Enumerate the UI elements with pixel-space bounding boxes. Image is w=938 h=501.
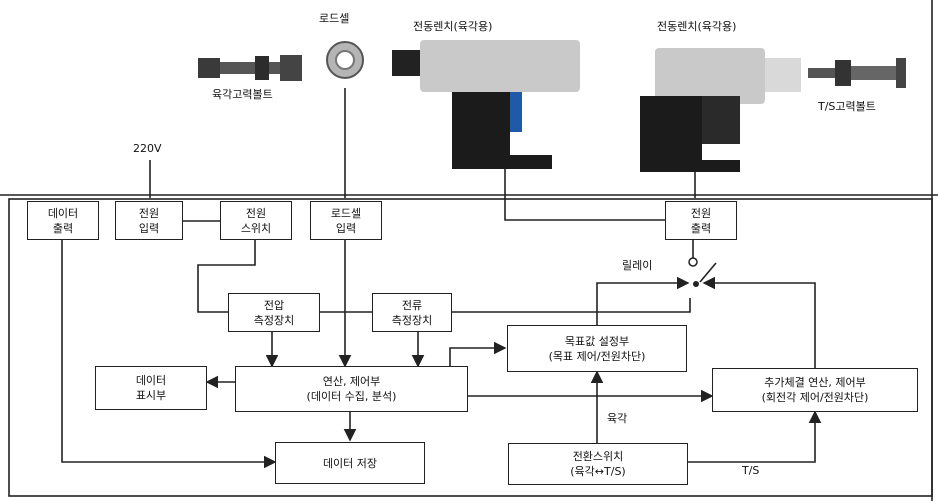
box-line: 데이터 저장	[322, 456, 378, 470]
box-line: 데이터	[135, 374, 167, 387]
target-setting-box: 목표값 설정부 (목표 제어/전원차단)	[507, 325, 687, 372]
data-output-box: 데이터 출력	[27, 201, 99, 240]
box-line: 입력	[138, 221, 160, 235]
hex-bolt-icon	[198, 55, 302, 81]
box-line: (회전각 제어/전원차단)	[761, 391, 869, 404]
data-storage-box: 데이터 저장	[275, 442, 425, 484]
box-line: 로드셀	[330, 206, 362, 220]
mode-switch-box: 전환스위치 (육각↔T/S)	[508, 443, 688, 485]
wrench-shear-label: 전동렌치(육각용)	[413, 20, 493, 33]
loadcell-icon	[326, 41, 364, 79]
power-output-box: 전원 출력	[665, 201, 737, 240]
box-line: 목표값 설정부	[564, 334, 630, 348]
hex-bolt-label: 육각고력볼트	[212, 88, 273, 101]
box-line: (육각↔T/S)	[570, 465, 626, 478]
box-line: 전원	[690, 206, 712, 220]
box-line: 전압	[263, 298, 285, 312]
power-switch-box: 전원 스위치	[220, 201, 292, 240]
current-meter-box: 전류 측정장치	[372, 293, 452, 332]
voltage-meter-box: 전압 측정장치	[228, 293, 320, 332]
box-line: 표시부	[135, 389, 167, 402]
power-input-box: 전원 입력	[115, 201, 183, 240]
box-line: 연산, 제어부	[322, 375, 381, 388]
box-line: 출력	[690, 221, 712, 235]
box-line: 전류	[401, 298, 423, 312]
box-line: 측정장치	[253, 313, 295, 327]
voltage-label: 220V	[133, 142, 162, 155]
box-line: 전환스위치	[572, 450, 624, 463]
calc-control-box: 연산, 제어부 (데이터 수집, 분석)	[235, 366, 468, 412]
box-line: (데이터 수집, 분석)	[306, 390, 397, 403]
hex-mode-label: 육각	[607, 412, 628, 425]
box-line: 출력	[52, 221, 74, 235]
ts-mode-label: T/S	[742, 464, 760, 477]
data-display-box: 데이터 표시부	[95, 366, 207, 410]
box-line: 전원	[138, 206, 160, 220]
box-line: 전원	[245, 206, 267, 220]
ts-bolt-label: T/S고력볼트	[818, 100, 876, 113]
additional-calc-box: 추가체결 연산, 제어부 (회전각 제어/전원차단)	[712, 368, 918, 412]
box-line: (목표 제어/전원차단)	[548, 349, 646, 363]
box-line: 스위치	[240, 221, 272, 235]
box-line: 측정장치	[391, 313, 433, 327]
box-line: 데이터	[47, 206, 79, 220]
wrench-ts-label: 전동렌치(육각용)	[657, 20, 737, 33]
wrench-icon	[640, 48, 801, 172]
relay-label: 릴레이	[622, 259, 653, 272]
box-line: 입력	[335, 221, 357, 235]
ts-bolt-icon	[808, 58, 906, 88]
loadcell-label: 로드셀	[319, 12, 350, 25]
loadcell-input-box: 로드셀 입력	[310, 201, 382, 240]
wrench-icon	[392, 40, 580, 169]
box-line: 추가체결 연산, 제어부	[764, 376, 866, 389]
